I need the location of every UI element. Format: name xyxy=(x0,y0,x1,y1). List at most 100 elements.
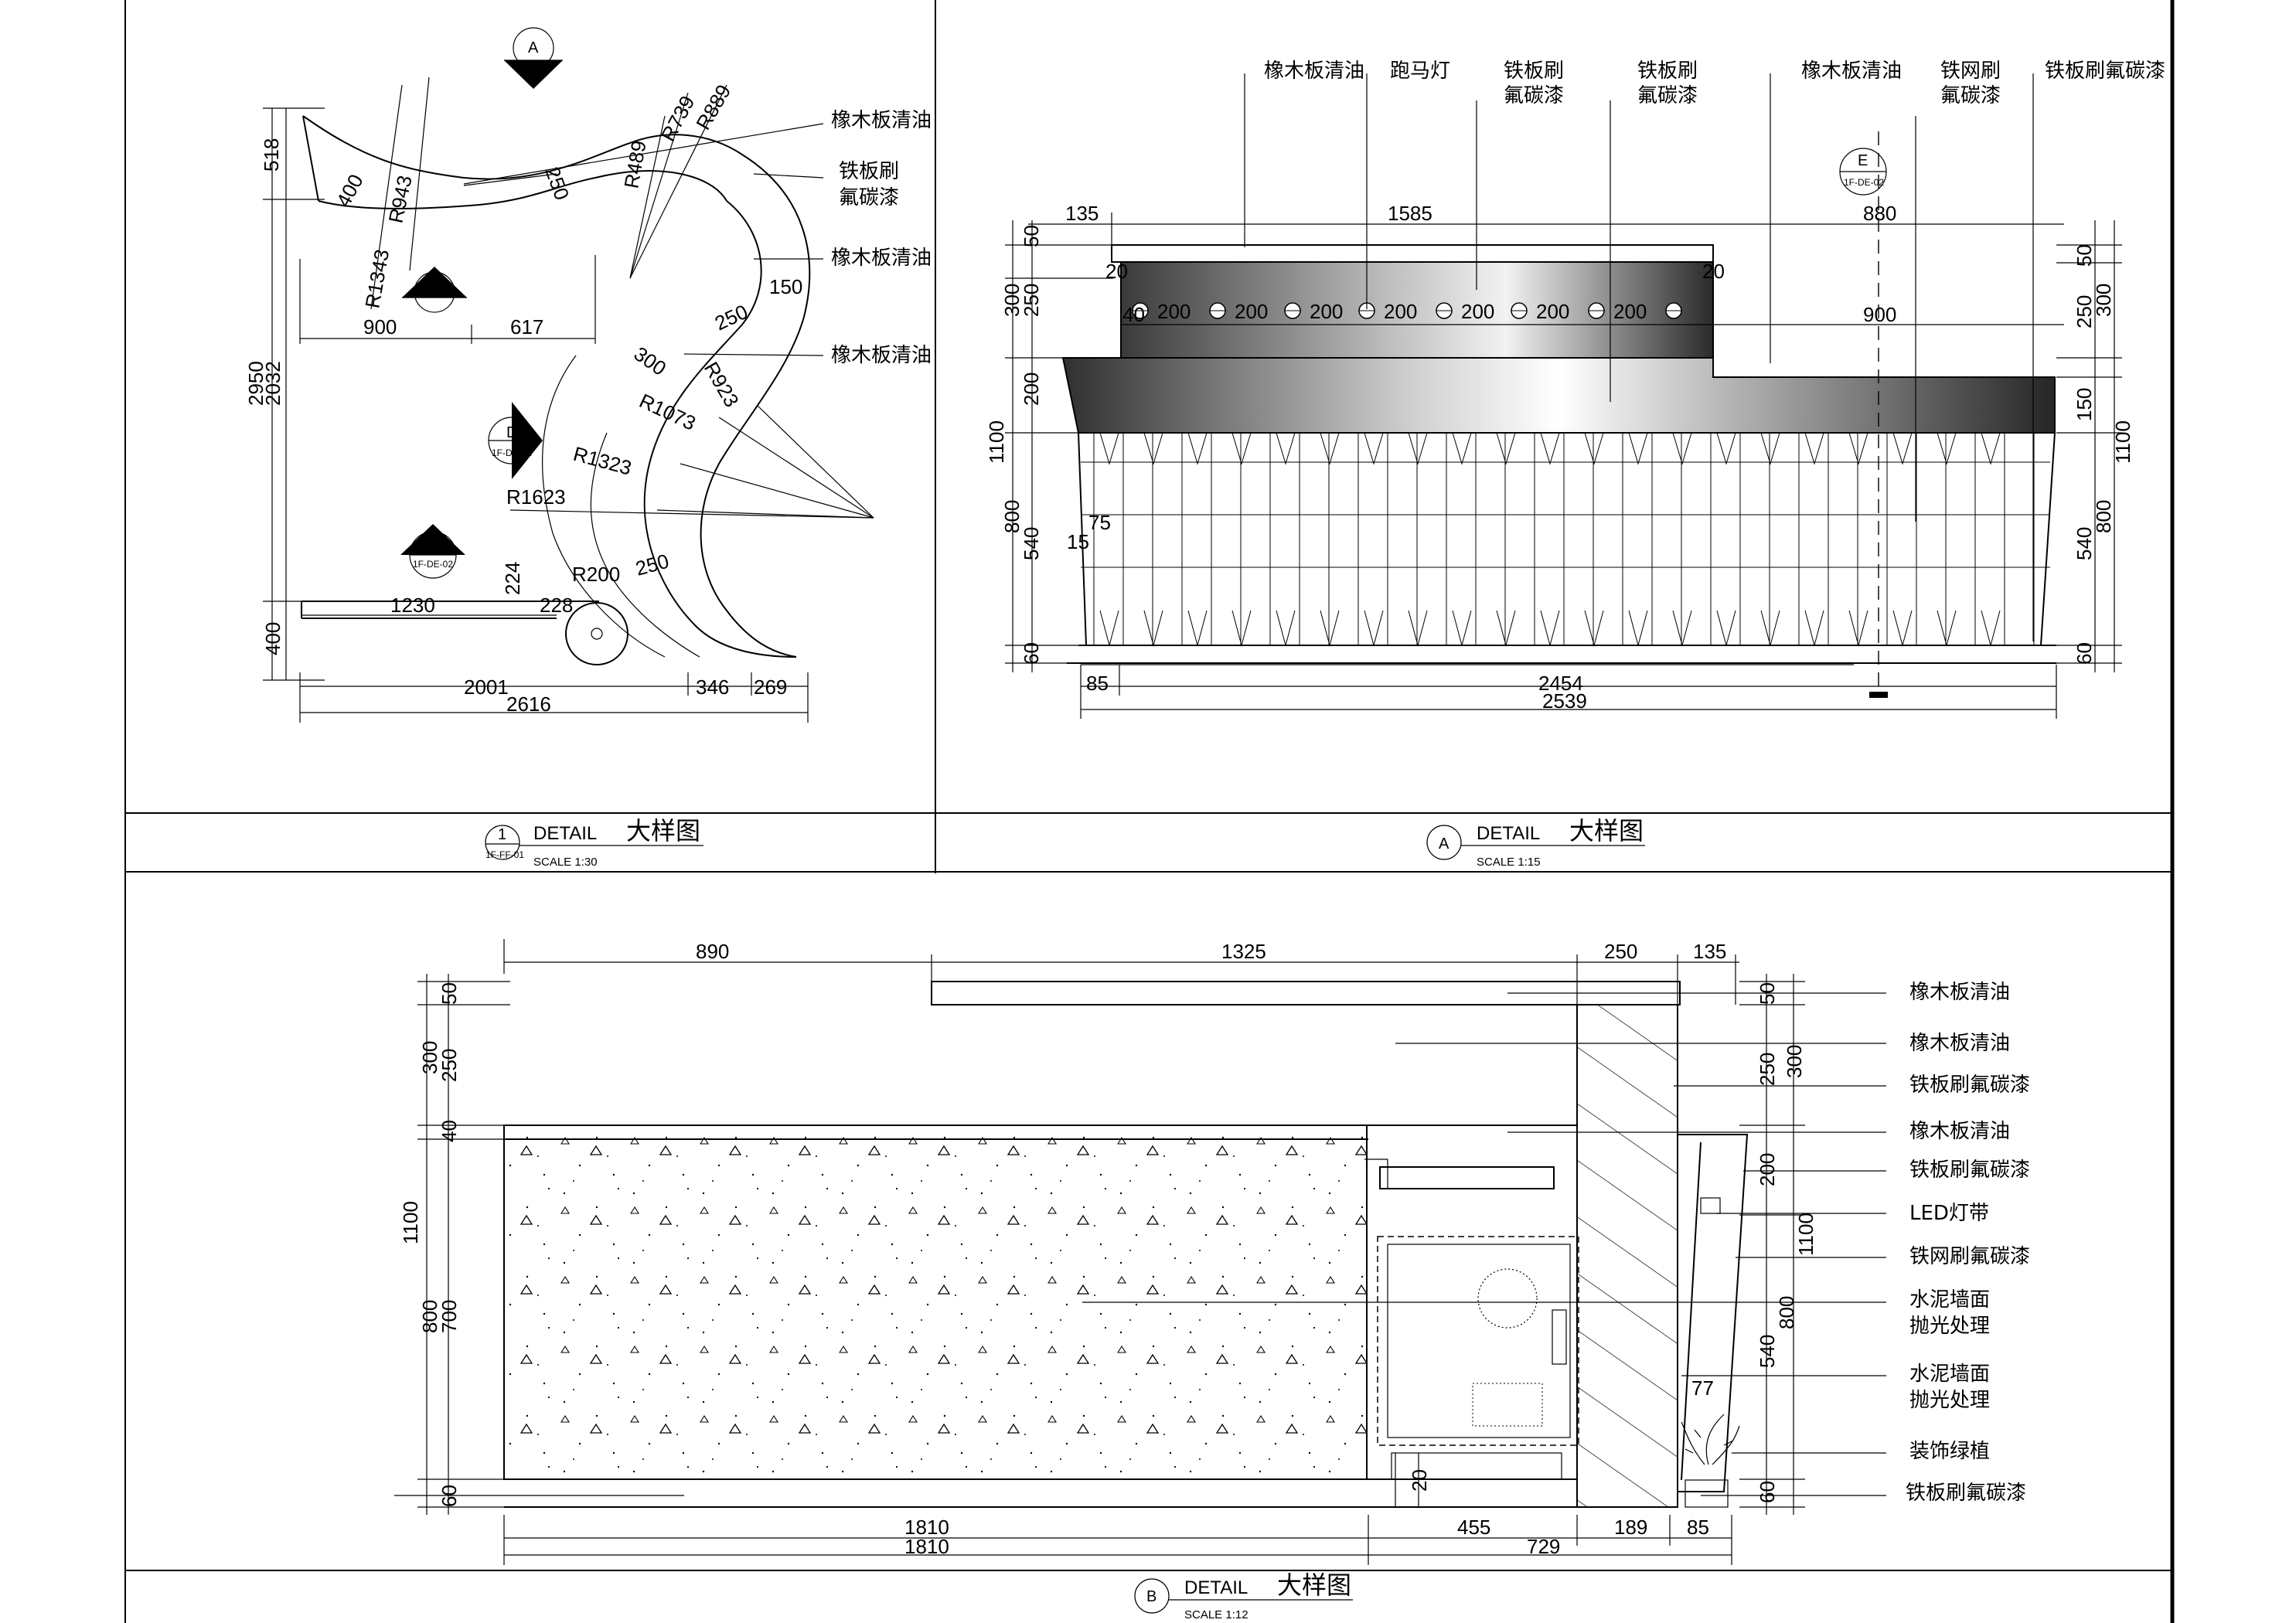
dim-left-700: 700 xyxy=(438,1300,461,1333)
dim-left-250: 250 xyxy=(438,1049,461,1082)
label-oak-clear-oil: 橡木板清油 xyxy=(1909,981,2010,1004)
title-zh: 大样图 xyxy=(626,816,700,846)
label-oak-clear-oil: 橡木板清油 xyxy=(831,109,932,132)
dim-900: 900 xyxy=(1863,303,1896,326)
dim-right-60: 60 xyxy=(2073,642,2096,665)
dim-r923: R923 xyxy=(700,358,744,411)
section-tag-e: E xyxy=(1858,152,1868,169)
section-tag-b: B xyxy=(430,282,440,299)
dim-2950: 2950 xyxy=(244,361,267,406)
dim-left-60: 60 xyxy=(438,1485,461,1507)
dim-77: 77 xyxy=(1691,1376,1714,1400)
label-steel-mesh-fluorocarbon: 铁网刷氟碳漆 xyxy=(1909,1245,2030,1268)
dim-right-300: 300 xyxy=(2092,284,2115,317)
dim-1325: 1325 xyxy=(1221,940,1266,963)
section-tag-e-ref: 1F-DE-02 xyxy=(1844,177,1884,188)
title-detail: DETAIL xyxy=(1184,1577,1248,1598)
dim-left-300: 300 xyxy=(1000,284,1024,317)
dim-250: 250 xyxy=(1604,940,1637,963)
dim-left-800: 800 xyxy=(418,1300,441,1333)
dim-85: 85 xyxy=(1086,672,1109,695)
dim-85: 85 xyxy=(1687,1516,1709,1539)
dim-right-800: 800 xyxy=(1775,1296,1798,1329)
label-fluorocarbon-paint: 氟碳漆 xyxy=(1504,84,1564,107)
dim-right-1100: 1100 xyxy=(1794,1213,1817,1256)
dim-r200: R200 xyxy=(572,563,620,586)
decorative-plant xyxy=(1681,1414,1740,1465)
title-zh: 大样图 xyxy=(1569,816,1644,846)
dim-right-300: 300 xyxy=(1783,1045,1806,1078)
title-number: 1 xyxy=(498,826,506,843)
dim-left-200: 200 xyxy=(1020,373,1043,406)
dim-right-540: 540 xyxy=(2073,527,2096,560)
dim-right-250: 250 xyxy=(1756,1053,1779,1086)
dim-224: 224 xyxy=(501,562,524,595)
label-polished-2: 抛光处理 xyxy=(1909,1389,1990,1412)
panel-1-plan: 518 2950 2032 400 900 617 1230 2001 346 … xyxy=(244,27,932,869)
label-steel-plate: 铁板刷 xyxy=(839,160,899,183)
label-steel-plate-fluorocarbon: 铁板刷氟碳漆 xyxy=(2045,60,2165,83)
label-oak-clear-oil-3: 橡木板清油 xyxy=(831,344,932,367)
label-led-strip: LED灯带 xyxy=(1909,1202,1989,1225)
label-fluorocarbon-paint: 氟碳漆 xyxy=(839,186,899,209)
dim-1810-bottom: 1810 xyxy=(904,1535,949,1558)
dim-r489: R489 xyxy=(619,139,650,190)
dim-15: 15 xyxy=(1067,530,1089,553)
dim-left-1100: 1100 xyxy=(985,420,1008,464)
dim-right-150: 150 xyxy=(2073,388,2096,421)
label-steel-plate-fluorocarbon-3: 铁板刷氟碳漆 xyxy=(1906,1482,2026,1505)
sheet-frame xyxy=(124,0,2175,1623)
label-steel-mesh: 铁网刷 xyxy=(1940,60,2001,83)
dim-right-250: 250 xyxy=(2073,295,2096,328)
dim-1810-top: 1810 xyxy=(904,1516,949,1539)
dim-200-spacing: 200 xyxy=(1235,300,1268,323)
dim-left-50: 50 xyxy=(438,982,461,1005)
dim-200-spacing: 200 xyxy=(1384,300,1417,323)
dim-2616: 2616 xyxy=(506,692,551,716)
title-scale: SCALE 1:30 xyxy=(533,856,598,869)
dim-729: 729 xyxy=(1527,1535,1560,1558)
mesh-grid xyxy=(1081,432,2050,647)
dim-r1623: R1623 xyxy=(506,485,566,509)
dim-right-800: 800 xyxy=(2092,500,2115,533)
section-tag-a: A xyxy=(528,39,539,56)
dim-20: 20 xyxy=(1408,1469,1431,1492)
dim-900: 900 xyxy=(363,315,397,339)
label-oak-clear-oil: 橡木板清油 xyxy=(1264,60,1364,83)
dim-right-200: 200 xyxy=(1756,1153,1779,1186)
dim-200-spacing: 200 xyxy=(1613,300,1647,323)
dim-left-40: 40 xyxy=(438,1120,461,1142)
title-letter: A xyxy=(1439,835,1449,852)
dim-135: 135 xyxy=(1065,202,1099,225)
dim-518: 518 xyxy=(260,138,283,172)
label-concrete-wall: 水泥墙面 xyxy=(1909,1288,1990,1312)
dim-right-50: 50 xyxy=(1756,982,1779,1005)
dim-880: 880 xyxy=(1863,202,1896,225)
dim-left-1100: 1100 xyxy=(399,1201,422,1244)
dim-135: 135 xyxy=(1693,940,1726,963)
dim-400: 400 xyxy=(261,622,284,655)
label-polished: 抛光处理 xyxy=(1909,1315,1990,1338)
dim-r1073: R1073 xyxy=(635,389,699,435)
title-letter: B xyxy=(1146,1588,1157,1605)
dim-250-upper: 250 xyxy=(540,164,574,203)
label-steel-plate-fluorocarbon-2: 铁板刷氟碳漆 xyxy=(1909,1159,2030,1182)
dim-200-spacing: 200 xyxy=(1310,300,1343,323)
title-zh: 大样图 xyxy=(1277,1570,1351,1600)
section-tag-d-ref: 1F-DE-02 xyxy=(492,447,532,458)
section-tag-d: D xyxy=(506,424,517,441)
dim-r1343: R1343 xyxy=(360,247,393,310)
dim-right-50: 50 xyxy=(2073,244,2096,267)
label-oak-clear-oil-2: 橡木板清油 xyxy=(831,247,932,270)
label-fluorocarbon-paint-3: 氟碳漆 xyxy=(1940,84,2001,107)
dim-r889: R889 xyxy=(691,80,735,134)
panel-b-section: 橡木板清油 橡木板清油 铁板刷氟碳漆 橡木板清油 铁板刷氟碳漆 LED灯带 铁网… xyxy=(394,939,2030,1621)
dim-1230: 1230 xyxy=(390,594,435,617)
dim-189: 189 xyxy=(1614,1516,1647,1539)
title-ref: 1F-FF-01 xyxy=(485,849,524,860)
dim-75: 75 xyxy=(1088,511,1111,534)
label-steel-plate: 铁板刷 xyxy=(1504,60,1564,83)
dim-2539: 2539 xyxy=(1542,689,1587,713)
